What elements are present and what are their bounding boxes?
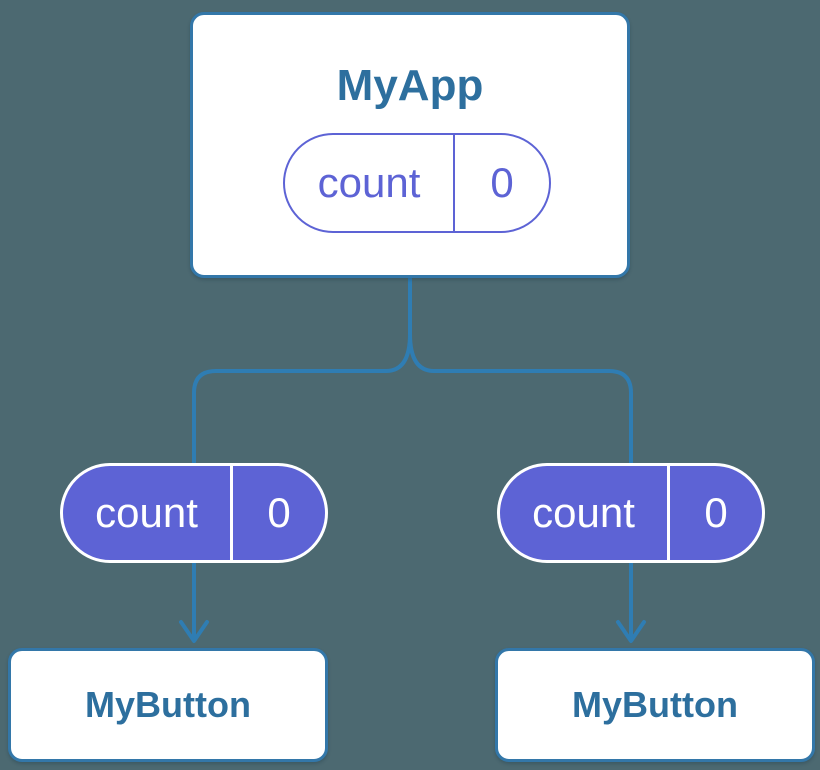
state-name-label: count	[285, 135, 455, 231]
state-name-label: count	[500, 466, 670, 560]
child-component-title: MyButton	[572, 684, 738, 725]
connector-branch-right	[408, 277, 633, 464]
child-component-card-right: MyButton	[495, 648, 815, 762]
child-component-card-left: MyButton	[8, 648, 328, 762]
state-name-label: count	[63, 466, 233, 560]
arrowhead-down-icon-left	[179, 620, 209, 643]
child-component-title: MyButton	[85, 684, 251, 725]
parent-component-title: MyApp	[336, 61, 484, 110]
parent-component-card: MyApp count 0	[190, 12, 630, 278]
state-value-label: 0	[490, 159, 514, 206]
child-state-pill-left: count 0	[60, 463, 328, 563]
state-value-label: 0	[704, 489, 728, 536]
arrowhead-down-icon-right	[616, 620, 646, 643]
state-value-label: 0	[267, 489, 291, 536]
child-state-pill-right: count 0	[497, 463, 765, 563]
parent-state-pill: count 0	[283, 133, 551, 233]
connector-branch-left	[192, 277, 412, 464]
